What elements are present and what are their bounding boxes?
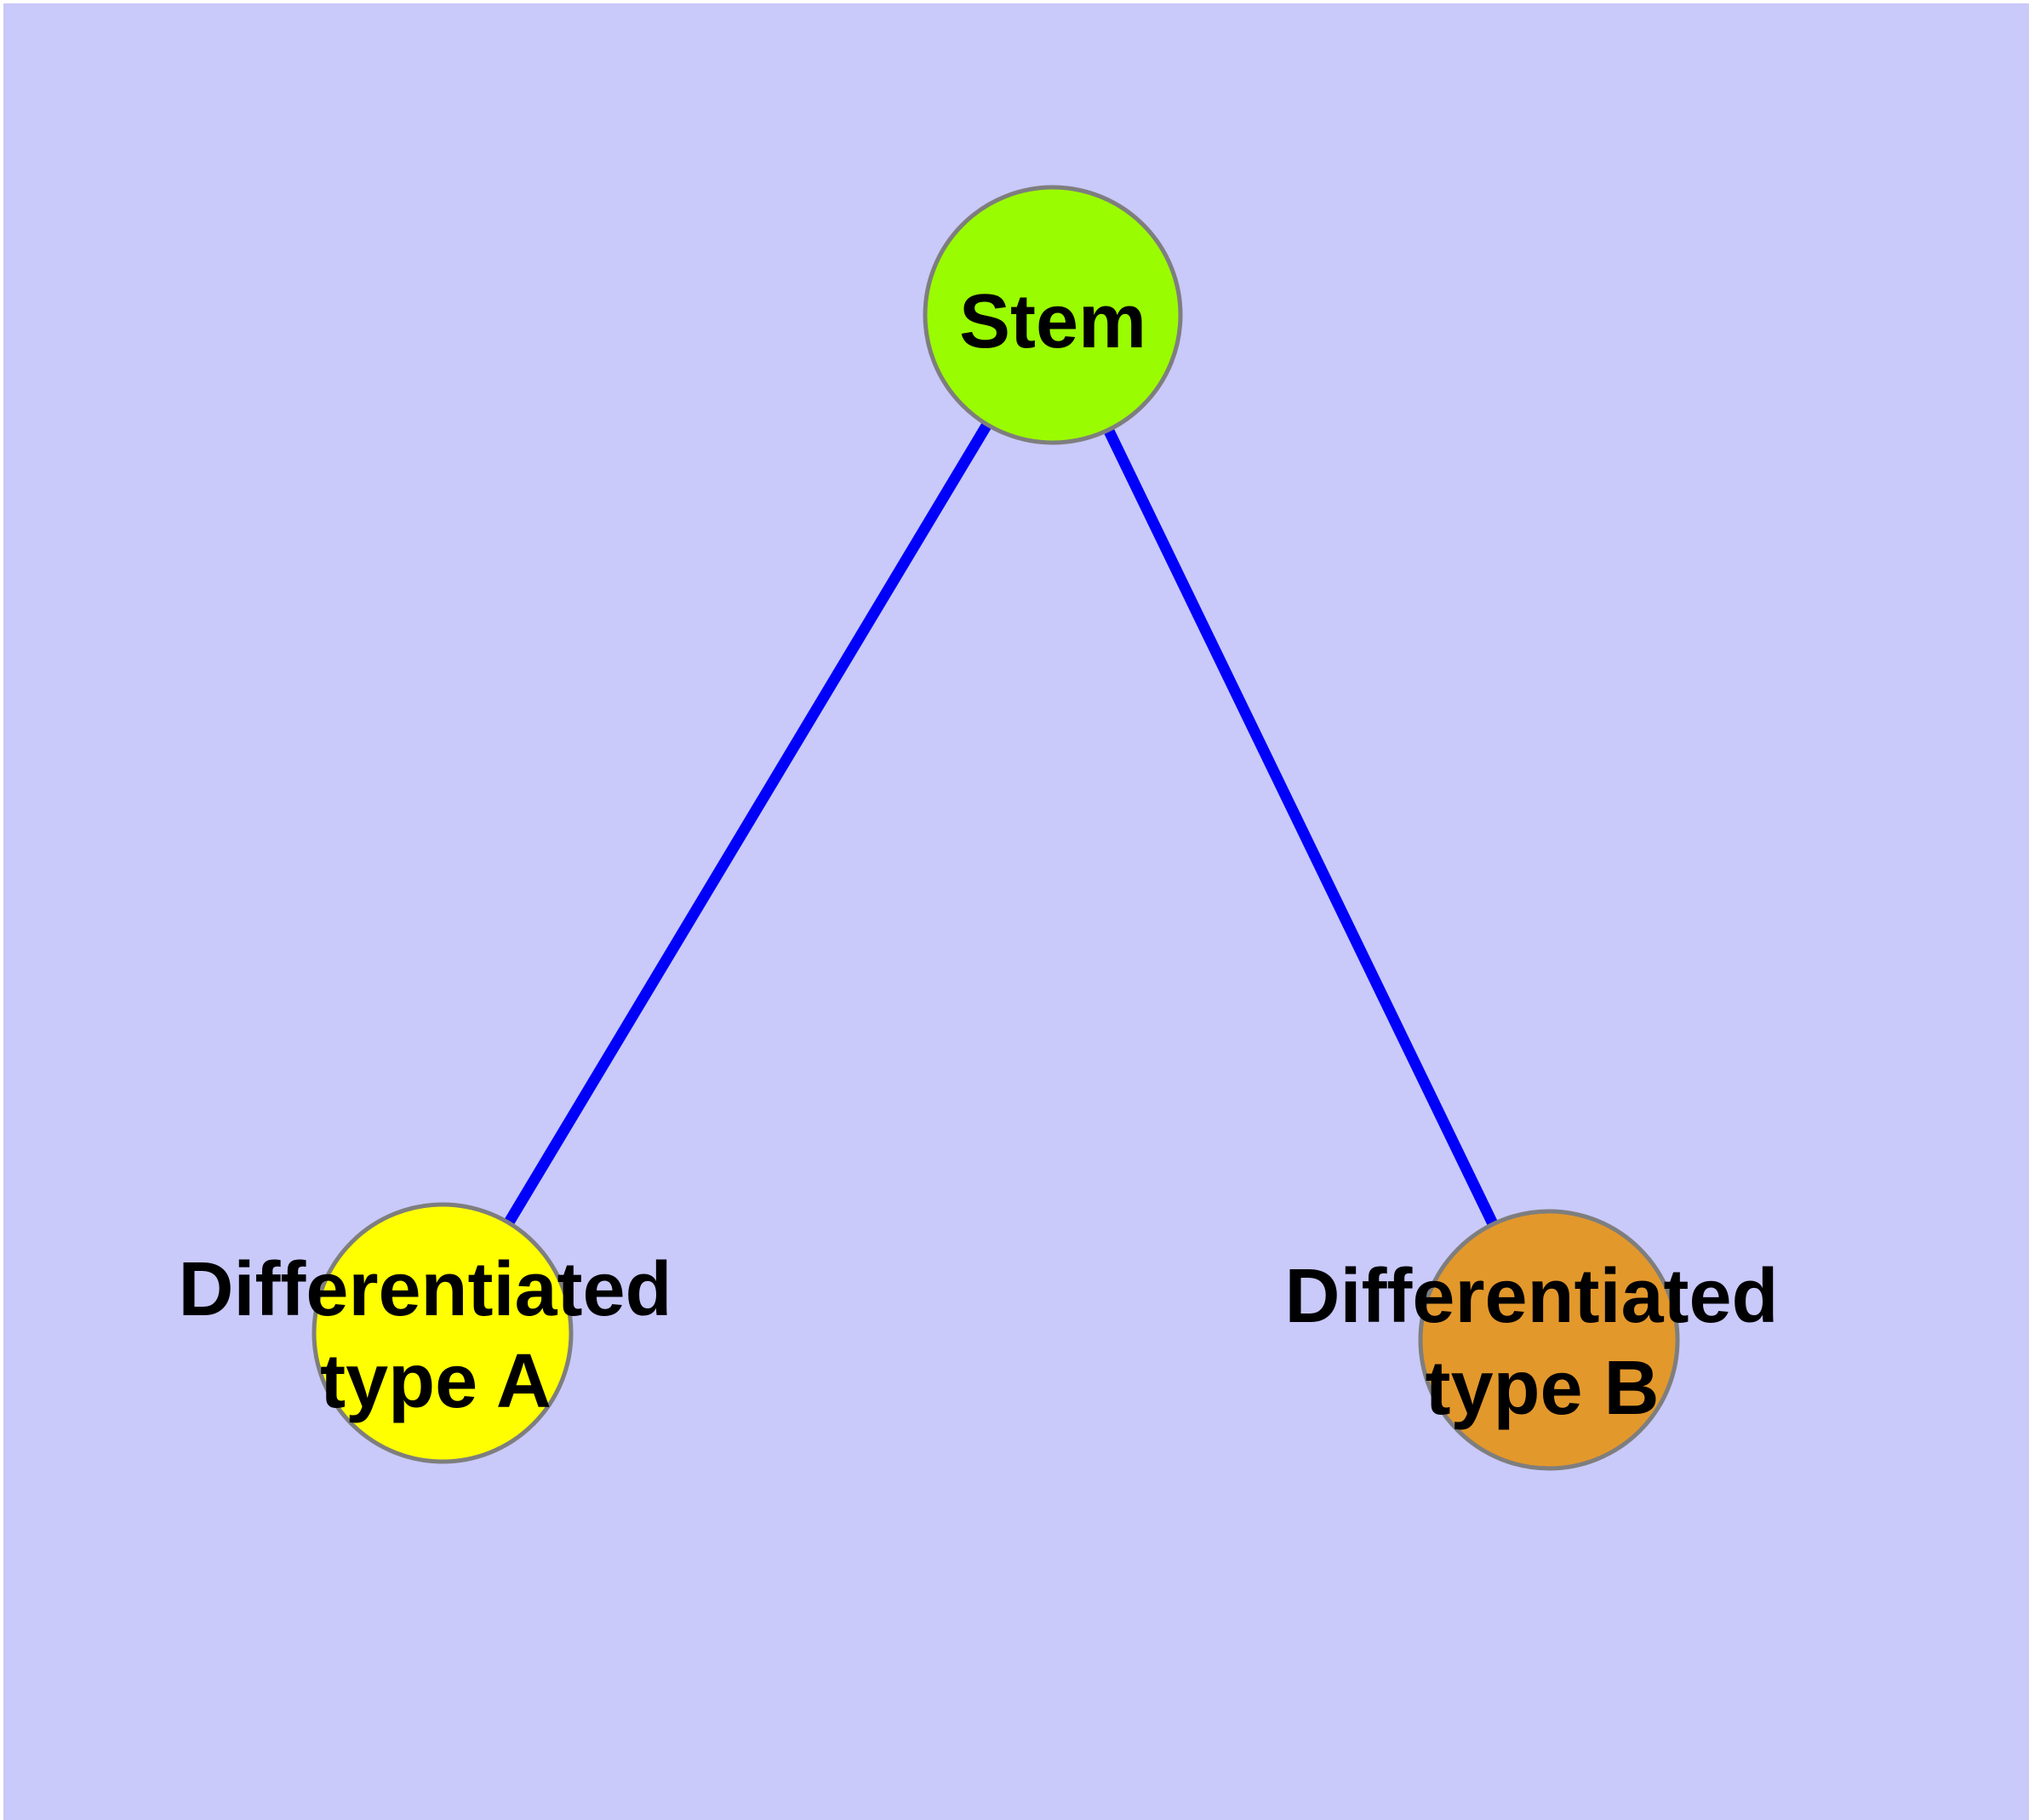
edge-stem-to-type-b <box>1048 312 1554 1342</box>
node-differentiated-type-b <box>1418 1209 1680 1471</box>
node-differentiated-type-a <box>311 1202 574 1464</box>
node-label-differentiated-type-a: Differentiated type A <box>178 1247 693 1424</box>
node-label-differentiated-type-b: Differentiated type B <box>1284 1254 1799 1431</box>
node-label-type-b-line1: Differentiated <box>1284 1254 1778 1339</box>
node-label-stem: Stem <box>959 279 1146 364</box>
node-stem <box>923 185 1183 445</box>
edge-stem-to-type-a <box>437 312 1058 1336</box>
node-label-type-a-line1: Differentiated <box>178 1247 672 1332</box>
node-label-stem-line1: Stem <box>959 279 1146 364</box>
node-label-type-a-line2: type A <box>320 1339 552 1424</box>
node-label-type-b-line2: type B <box>1425 1346 1659 1431</box>
